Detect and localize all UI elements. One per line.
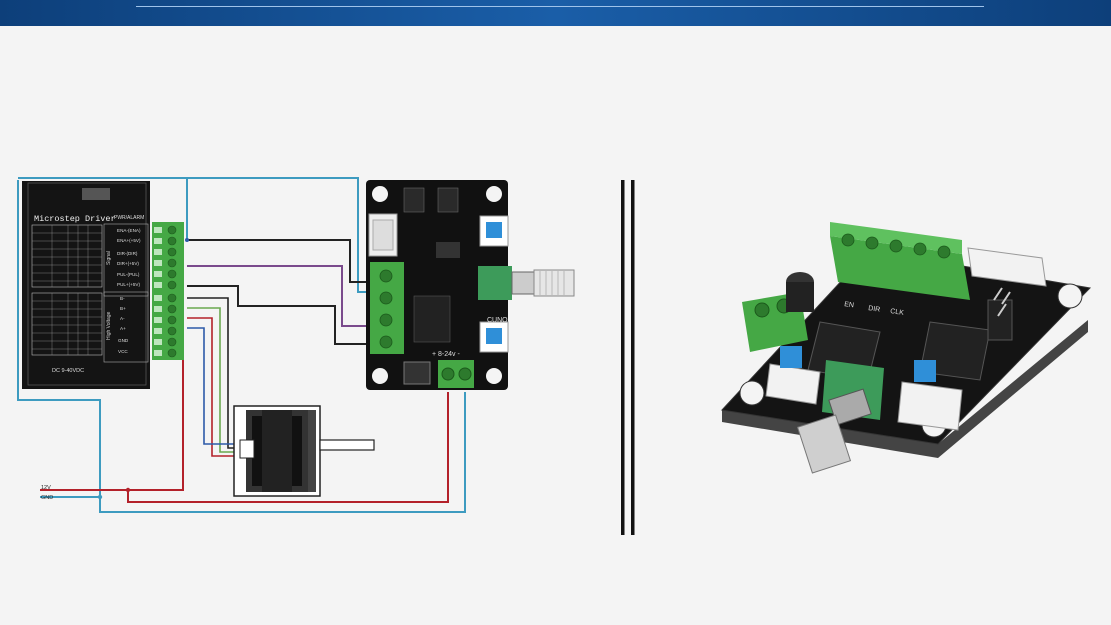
power-group-label: High Voltage — [106, 311, 112, 340]
board3d-jst-connector — [967, 247, 1047, 287]
wire-black-dir — [187, 239, 385, 283]
stepper-motor — [233, 405, 375, 497]
pin-a-plus: A+ — [120, 326, 126, 331]
wire-purple-pul — [187, 265, 385, 327]
pin-ena-minus: ENA-(ENA) — [117, 228, 141, 233]
driver-body — [22, 181, 150, 389]
board3d-label-en: EN — [844, 301, 855, 309]
wire-motor-2 — [187, 307, 240, 453]
junction-cyan — [97, 494, 103, 500]
current-table — [31, 292, 103, 356]
driver-title: Microstep Driver — [34, 214, 116, 224]
board3d-pcb-side — [722, 320, 1088, 458]
wire-motor-3 — [187, 317, 240, 457]
pin-gnd: GND — [118, 338, 129, 343]
controller-board: CUNO + 8-24v - — [366, 180, 575, 390]
board3d-label-dir: DIR — [868, 305, 881, 314]
pin-a-minus: A- — [120, 316, 125, 321]
board3d-button-right — [897, 381, 963, 431]
header-bar — [0, 0, 1111, 26]
microstep-driver: PWR/ALARM Microstep Driver Signal High V… — [22, 181, 184, 389]
motor-shaft — [319, 439, 375, 451]
controller-supply-label: + 8-24v - — [432, 351, 460, 358]
pin-ena-plus: ENA+(+5V) — [117, 238, 141, 243]
controller-board-3d: EN DIR CLK — [720, 222, 1092, 474]
wire-motor-4 — [187, 327, 240, 445]
controller-brand: CUNO — [487, 317, 508, 324]
wire-motor-1 — [187, 297, 240, 449]
pin-pul-minus: PUL-(PUL) — [117, 272, 140, 277]
wire-cyan-outer — [17, 180, 466, 513]
board3d-label-clk: CLK — [890, 308, 905, 317]
wire-red-supply — [127, 392, 449, 503]
microstep-table — [31, 224, 103, 288]
pin-pul-plus: PUL+(+5V) — [117, 282, 140, 287]
divider — [621, 180, 635, 535]
pin-dir-minus: DIR-(DIR) — [117, 251, 138, 256]
controller-potentiometer — [478, 266, 512, 300]
pin-vcc: VCC — [118, 349, 128, 354]
wire-red-12v — [40, 330, 184, 491]
terminal-screws — [167, 225, 177, 358]
junction-red — [125, 487, 131, 493]
label-gnd: GND — [41, 495, 53, 501]
driver-top-label: PWR/ALARM — [114, 215, 144, 221]
driver-terminal-block — [152, 222, 184, 360]
label-12v: 12V — [41, 485, 51, 491]
board3d-button-left — [765, 363, 821, 405]
pin-b-minus: B- — [120, 296, 125, 301]
signal-group-label: Signal — [106, 251, 112, 265]
pin-dir-plus: DIR+(+5V) — [117, 261, 139, 266]
wire-black-pul — [187, 285, 385, 345]
pin-b-plus: B+ — [120, 306, 126, 311]
header-rule — [136, 6, 984, 7]
controller-button-top — [479, 215, 509, 247]
driver-footer: DC 9-40VDC — [52, 368, 84, 374]
